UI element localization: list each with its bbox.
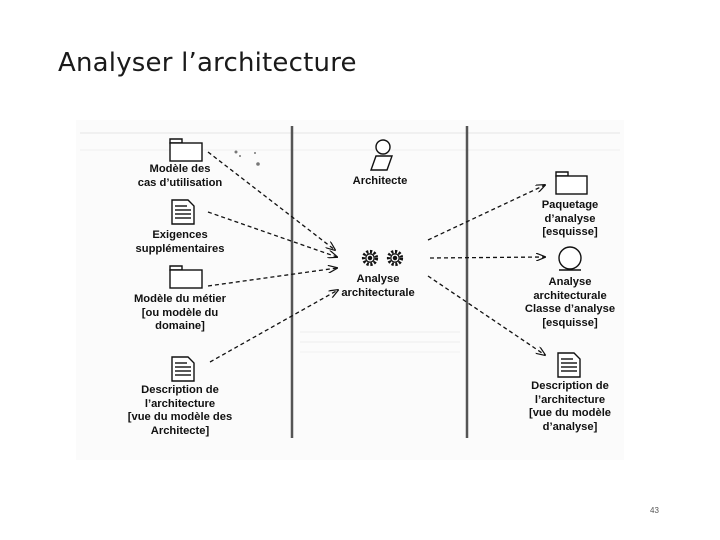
slide-title: Analyser l’architecture [58,48,357,78]
input-label-requirements: Exigences supplémentaires [135,229,225,255]
analysis-class-icon [558,246,582,271]
input-label-architecture-description: Description de l’architecture [vue du mo… [127,384,233,437]
arrow-output-2 [429,257,545,258]
document-icon [171,356,195,382]
gear-icon [386,249,404,267]
arrow-input-1 [207,151,335,250]
input-label-business-model: Modèle du métier [ou modèle du domaine] [133,293,226,333]
package-icon [555,171,588,195]
output-label-analysis-package: Paquetage d’analyse [esquisse] [541,199,599,239]
arrow-input-3 [207,268,337,287]
diagram-background [76,120,624,460]
gear-icon [361,249,379,267]
worker-label: Architecte [352,175,408,187]
page-number: 43 [650,506,659,515]
output-arrows [427,185,545,355]
package-icon [169,138,203,162]
worker-icon [370,139,393,171]
output-label-architecture-description: Description de l’architecture [vue du mo… [528,380,612,433]
output-label-analysis-class: Analyse architecturale Classe d’analyse … [524,276,616,329]
arrow-input-2 [207,211,337,257]
arrow-input-4 [209,290,338,363]
input-arrows [207,151,338,363]
input-label-use-case-model: Modèle des cas d’utilisation [137,163,223,189]
package-icon [169,265,203,289]
arrow-output-1 [427,185,545,241]
document-icon [557,352,581,378]
activity-label: Analyse architecturale [341,273,415,299]
arrow-output-3 [427,275,545,355]
document-icon [171,199,195,225]
scan-specks [234,150,260,166]
